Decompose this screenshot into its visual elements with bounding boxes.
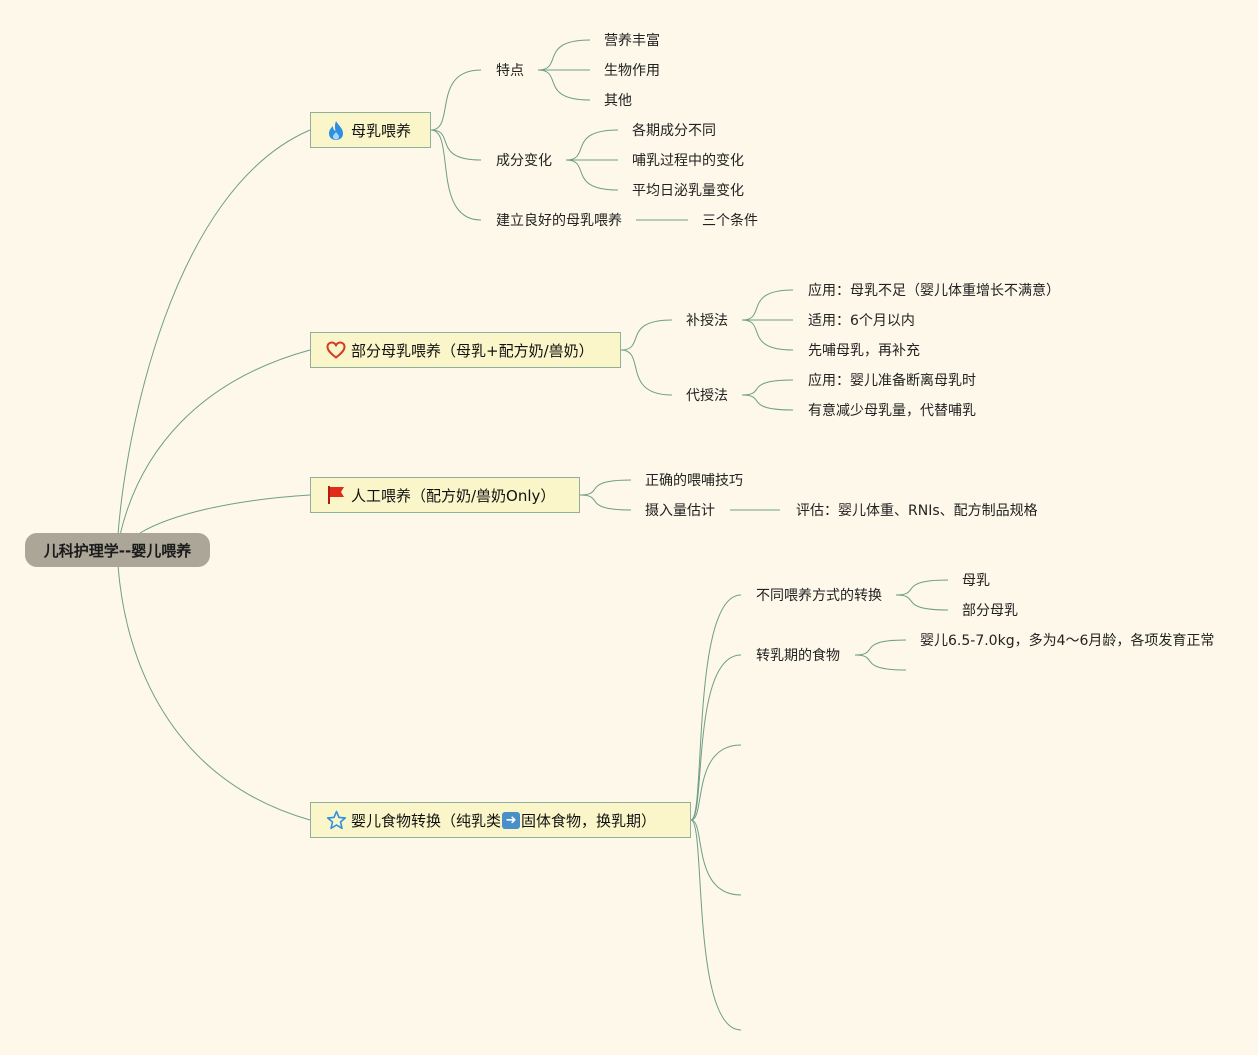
- connector-b4-empty-1: [690, 744, 742, 821]
- leaf-feeding-process-change[interactable]: 哺乳过程中的变化: [632, 153, 744, 169]
- connector-b4-empty-2: [690, 819, 742, 896]
- topic-partial-breastfeeding-label: 部分母乳喂养（母乳+配方奶/兽奶）: [351, 341, 594, 360]
- connector-b4-foods: [690, 654, 742, 821]
- connector-b3-intake: [579, 494, 632, 511]
- connector-b4-s1-l2: [895, 594, 949, 611]
- leaf-rich-nutrition[interactable]: 营养丰富: [604, 33, 660, 49]
- connector-b1-c2-l3: [565, 159, 619, 191]
- red-flag-icon: [325, 484, 347, 506]
- topic-food-transition[interactable]: 婴儿食物转换（纯乳类 ➜ 固体食物，换乳期）: [310, 802, 691, 838]
- connector-b1-composition: [430, 129, 482, 161]
- root-topic[interactable]: 儿科护理学--婴儿喂养: [25, 533, 210, 567]
- connector-b4-empty-3: [690, 819, 742, 1031]
- leaf-breast-milk[interactable]: 母乳: [962, 573, 990, 589]
- connector-b2-supplement: [620, 319, 673, 351]
- connector-b4-s1-l1: [895, 579, 949, 596]
- leaf-substitute-application[interactable]: 应用：婴儿准备断离母乳时: [808, 373, 976, 389]
- topic-breastfeeding[interactable]: 母乳喂养: [310, 112, 431, 148]
- leaf-intake-evaluation[interactable]: 评估：婴儿体重、RNIs、配方制品规格: [796, 503, 1038, 519]
- connector-root-breastfeeding: [117, 129, 311, 536]
- connector-b4-s2-l1: [854, 639, 907, 656]
- connector-b2-s2-l1: [741, 379, 794, 396]
- connector-root-food-transition: [117, 564, 311, 821]
- connector-root-partial: [119, 349, 311, 536]
- leaf-supplement-suitable[interactable]: 适用：6个月以内: [808, 313, 915, 329]
- leaf-three-conditions[interactable]: 三个条件: [702, 213, 758, 229]
- connector-b1-c2-l1: [565, 129, 619, 161]
- connector-b1-characteristics: [430, 69, 482, 131]
- leaf-transition-readiness[interactable]: 婴儿6.5-7.0kg，多为4～6月龄，各项发育正常: [920, 633, 1215, 649]
- subtopic-feeding-mode-transition[interactable]: 不同喂养方式的转换: [756, 588, 882, 604]
- subtopic-establish-breastfeeding[interactable]: 建立良好的母乳喂养: [496, 213, 622, 229]
- subtopic-characteristics[interactable]: 特点: [496, 63, 524, 79]
- leaf-substitute-reduce[interactable]: 有意减少母乳量，代替哺乳: [808, 403, 976, 419]
- connector-b3-technique: [579, 479, 632, 496]
- flame-icon: [325, 119, 347, 141]
- right-arrow-icon: ➜: [502, 811, 521, 829]
- root-topic-label: 儿科护理学--婴儿喂养: [43, 541, 192, 560]
- subtopic-composition-change[interactable]: 成分变化: [496, 153, 552, 169]
- subtopic-substitute-method[interactable]: 代授法: [686, 388, 728, 404]
- connector-b4-s2-l2: [854, 654, 907, 671]
- leaf-supplement-order[interactable]: 先哺母乳，再补充: [808, 343, 920, 359]
- connector-b1-establish: [430, 129, 482, 221]
- leaf-stage-composition[interactable]: 各期成分不同: [632, 123, 716, 139]
- connector-root-artificial: [139, 494, 311, 534]
- subtopic-transition-foods[interactable]: 转乳期的食物: [756, 648, 840, 664]
- leaf-daily-milk-volume[interactable]: 平均日泌乳量变化: [632, 183, 744, 199]
- connector-b4-mode-transition: [690, 594, 742, 821]
- topic-breastfeeding-label: 母乳喂养: [351, 121, 412, 140]
- connector-b2-s1-l1: [741, 289, 794, 321]
- topic-food-transition-label-start: 婴儿食物转换（纯乳类: [351, 811, 502, 830]
- heart-icon: [325, 339, 347, 361]
- subtopic-feeding-technique[interactable]: 正确的喂哺技巧: [645, 473, 743, 489]
- star-icon: [325, 809, 347, 831]
- connector-b1-c1-l1: [537, 39, 591, 71]
- topic-food-transition-label-end: 固体食物，换乳期）: [521, 811, 657, 830]
- connector-b2-s2-l2: [741, 394, 794, 411]
- connector-b2-s1-l3: [741, 319, 794, 351]
- topic-partial-breastfeeding[interactable]: 部分母乳喂养（母乳+配方奶/兽奶）: [310, 332, 621, 368]
- topic-artificial-feeding-label: 人工喂养（配方奶/兽奶Only）: [351, 486, 556, 505]
- connector-b2-substitute: [620, 349, 673, 396]
- subtopic-supplement-method[interactable]: 补授法: [686, 313, 728, 329]
- leaf-partial-breast-milk[interactable]: 部分母乳: [962, 603, 1018, 619]
- leaf-supplement-application[interactable]: 应用：母乳不足（婴儿体重增长不满意）: [808, 283, 1060, 299]
- leaf-other[interactable]: 其他: [604, 93, 632, 109]
- subtopic-intake-estimate[interactable]: 摄入量估计: [645, 503, 715, 519]
- topic-artificial-feeding[interactable]: 人工喂养（配方奶/兽奶Only）: [310, 477, 580, 513]
- leaf-biological-effect[interactable]: 生物作用: [604, 63, 660, 79]
- connector-b1-c1-l3: [537, 69, 591, 101]
